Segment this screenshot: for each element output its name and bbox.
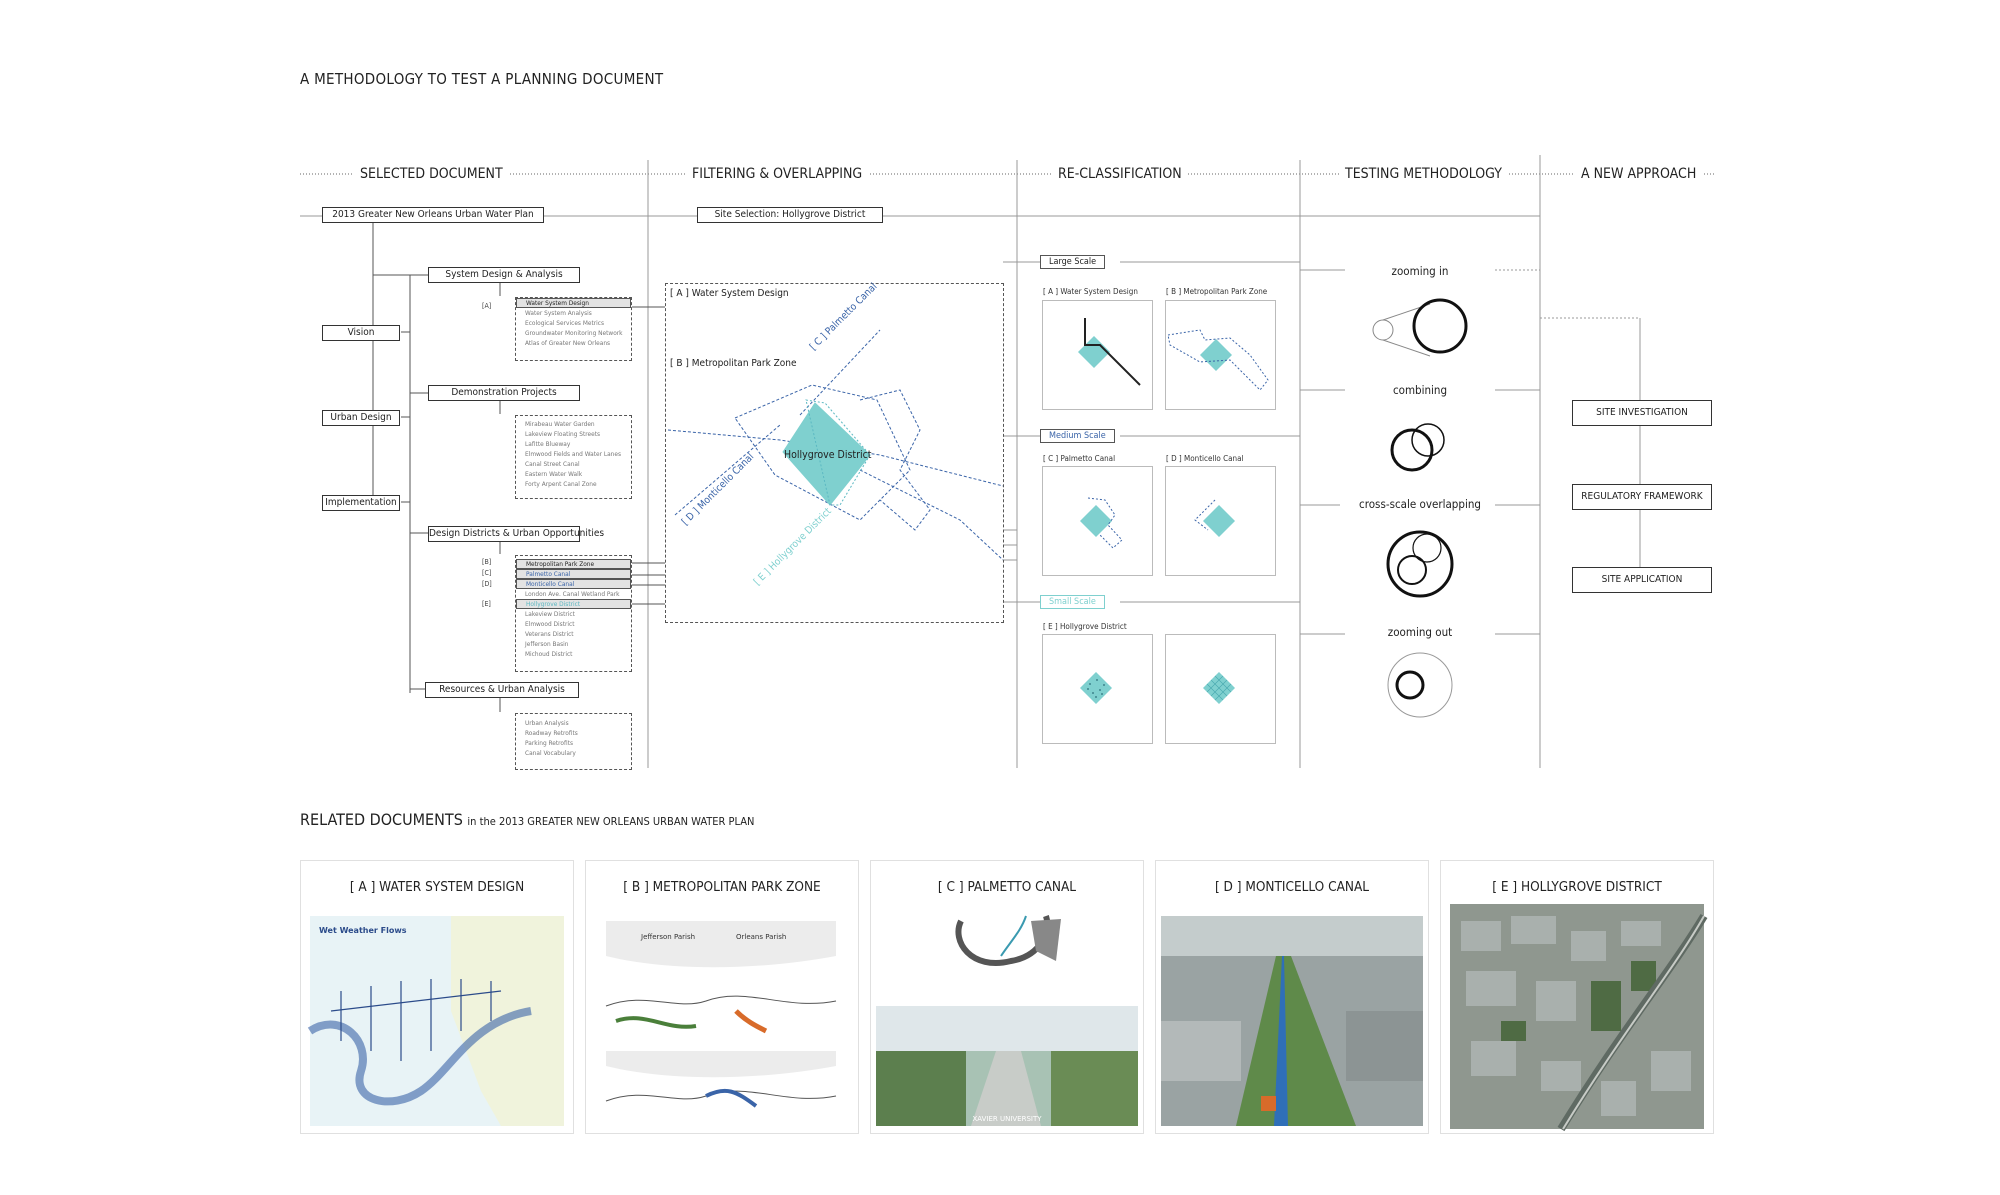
method-zoom-out-label: zooming out (1387, 625, 1453, 639)
map-label-b: [ B ] Metropolitan Park Zone (670, 358, 797, 369)
level-implementation: Implementation (322, 495, 400, 511)
scale-medium: Medium Scale (1040, 429, 1115, 443)
thumb-label-c: [ C ] Palmetto Canal (1043, 454, 1116, 463)
section-list-resources: Urban Analysis Roadway Retrofits Parking… (515, 713, 632, 770)
tag-b: [B] (482, 558, 492, 566)
list-item: Water System Analysis (525, 309, 592, 317)
method-cross-label: cross-scale overlapping (1359, 497, 1481, 511)
list-item: Groundwater Monitoring Network (525, 329, 623, 337)
section-list-system-design: Water System Design Water System Analysi… (515, 297, 632, 361)
zoom-in-icon (1372, 298, 1468, 357)
card-a-caption: Wet Weather Flows (319, 926, 407, 935)
approach-regulatory-framework: REGULATORY FRAMEWORK (1572, 484, 1712, 510)
monticello-canal-render (1161, 916, 1423, 1126)
list-item: Atlas of Greater New Orleans (525, 339, 611, 347)
thumb-c (1042, 466, 1153, 576)
list-item: Ecological Services Metrics (525, 319, 605, 327)
zoom-out-icon (1387, 652, 1453, 718)
list-item: Mirabeau Water Garden (525, 420, 595, 428)
map-center-label: Hollygrove District (784, 449, 872, 461)
site-selection-box: Site Selection: Hollygrove District (697, 207, 883, 223)
list-item: Canal Vocabulary (525, 749, 576, 757)
water-system-map: Wet Weather Flows (307, 916, 564, 1126)
tag-c: [C] (482, 569, 492, 577)
thumb-label-d: [ D ] Monticello Canal (1166, 454, 1244, 463)
list-item: Lafitte Blueway (525, 440, 571, 448)
scale-large: Large Scale (1040, 255, 1106, 269)
section-resources: Resources & Urban Analysis (425, 682, 579, 698)
related-card-b: [ B ] METROPOLITAN PARK ZONE Jefferson P… (585, 860, 859, 1134)
section-demonstration: Demonstration Projects (428, 385, 580, 401)
related-card-d: [ D ] MONTICELLO CANAL (1155, 860, 1429, 1134)
thumb-label-e: [ E ] Hollygrove District (1043, 622, 1127, 631)
list-item: Metropolitan Park Zone (516, 559, 631, 569)
card-title: [ D ] MONTICELLO CANAL (1214, 879, 1370, 895)
tag-d: [D] (482, 580, 492, 588)
list-item: Canal Street Canal (525, 460, 580, 468)
list-item: Parking Retrofits (525, 739, 574, 747)
hollygrove-aerial (1450, 904, 1708, 1132)
list-item: Elmwood Fields and Water Lanes (525, 450, 622, 458)
park-zone-diagram: Jefferson Parish Orleans Parish (605, 921, 837, 1108)
column-header-filtering: FILTERING & OVERLAPPING (686, 166, 869, 182)
related-card-c: [ C ] PALMETTO CANAL XAVIER UNIVERSITY (870, 860, 1144, 1134)
related-card-e: [ E ] HOLLYGROVE DISTRICT (1440, 860, 1714, 1134)
list-item: Hollygrove District (516, 599, 631, 609)
list-item: Lakeview District (525, 610, 575, 618)
related-title-main: RELATED DOCUMENTS (300, 810, 463, 829)
column-header-selected: SELECTED DOCUMENT (354, 166, 509, 182)
approach-site-investigation: SITE INVESTIGATION (1572, 400, 1712, 426)
thumb-label-a: [ A ] Water System Design (1043, 287, 1138, 296)
tag-a: [A] (482, 302, 492, 310)
list-item: Veterans District (525, 630, 574, 638)
column-header-approach: A NEW APPROACH (1575, 166, 1703, 182)
thumb-label-b: [ B ] Metropolitan Park Zone (1166, 287, 1268, 296)
list-item: Urban Analysis (525, 719, 569, 727)
list-item: Forty Arpent Canal Zone (525, 480, 597, 488)
palmetto-canal-render: XAVIER UNIVERSITY (876, 915, 1138, 1126)
page-title: A METHODOLOGY TO TEST A PLANNING DOCUMEN… (300, 70, 664, 88)
selected-document-box: 2013 Greater New Orleans Urban Water Pla… (322, 207, 544, 223)
list-item: Monticello Canal (516, 579, 631, 589)
card-b-caption-1: Jefferson Parish (640, 933, 695, 941)
card-title: [ A ] WATER SYSTEM DESIGN (349, 879, 525, 895)
list-item: Elmwood District (525, 620, 575, 628)
scale-small: Small Scale (1040, 595, 1105, 609)
level-vision: Vision (322, 325, 400, 341)
approach-site-application: SITE APPLICATION (1572, 567, 1712, 593)
section-list-design-districts: Metropolitan Park Zone Palmetto Canal Mo… (515, 555, 632, 672)
related-title-sub: in the 2013 GREATER NEW ORLEANS URBAN WA… (467, 815, 755, 828)
combining-icon (1390, 423, 1445, 472)
card-c-caption: XAVIER UNIVERSITY (972, 1115, 1042, 1123)
level-urban-design: Urban Design (322, 410, 400, 426)
section-list-demonstration: Mirabeau Water Garden Lakeview Floating … (515, 415, 632, 499)
list-item: Roadway Retrofits (525, 729, 578, 737)
list-item: Eastern Water Walk (525, 470, 583, 478)
list-item: Lakeview Floating Streets (525, 430, 601, 438)
card-title: [ E ] HOLLYGROVE DISTRICT (1492, 879, 1662, 895)
cross-scale-icon (1386, 530, 1454, 598)
section-design-districts: Design Districts & Urban Opportunities (428, 526, 604, 542)
list-item: Jefferson Basin (525, 640, 569, 648)
card-title: [ C ] PALMETTO CANAL (937, 879, 1077, 895)
list-item: London Ave. Canal Wetland Park (525, 590, 620, 598)
related-title: RELATED DOCUMENTS in the 2013 GREATER NE… (300, 810, 754, 829)
list-item: Water System Design (516, 298, 631, 308)
column-header-testing: TESTING METHODOLOGY (1339, 166, 1508, 182)
card-title: [ B ] METROPOLITAN PARK ZONE (623, 879, 821, 895)
related-card-a: [ A ] WATER SYSTEM DESIGN Wet Weather Fl… (300, 860, 574, 1134)
method-zoom-in-label: zooming in (1391, 264, 1449, 278)
method-combining-label: combining (1392, 383, 1448, 397)
tag-e: [E] (482, 600, 491, 608)
list-item: Michoud District (525, 650, 573, 658)
map-label-a: [ A ] Water System Design (670, 288, 789, 299)
list-item: Palmetto Canal (516, 569, 631, 579)
column-header-reclass: RE-CLASSIFICATION (1052, 166, 1188, 182)
card-b-caption-2: Orleans Parish (736, 933, 786, 941)
section-system-design: System Design & Analysis (428, 267, 580, 283)
